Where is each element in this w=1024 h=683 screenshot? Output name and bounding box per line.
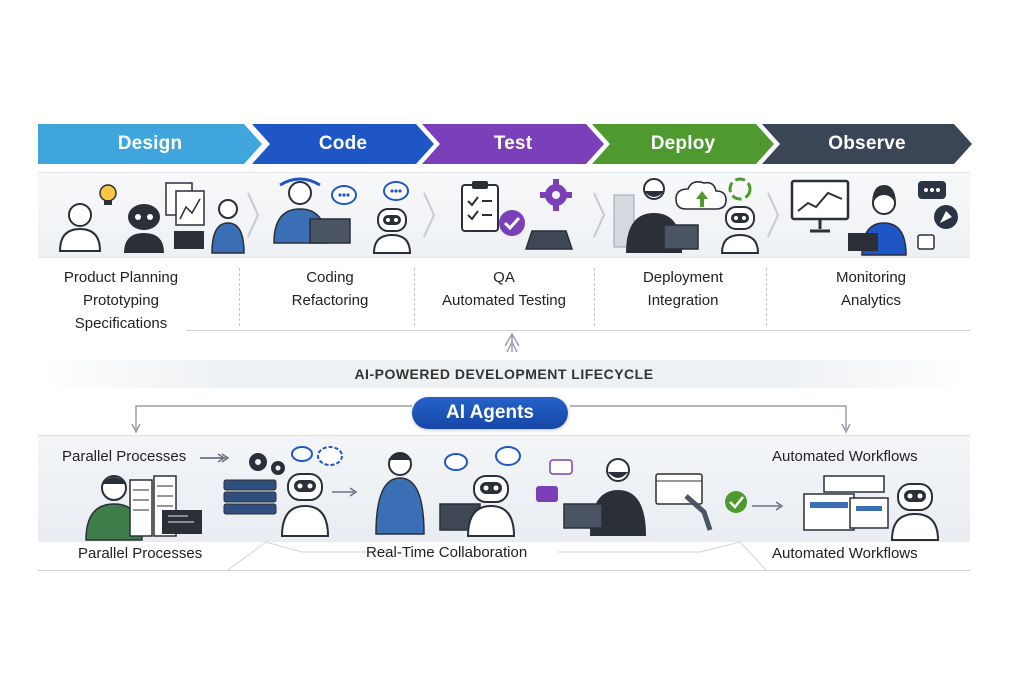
deploy-items: Deployment Integration bbox=[600, 266, 766, 312]
up-arrow-icon bbox=[504, 332, 520, 353]
divider bbox=[414, 268, 415, 326]
agents-panel: Parallel Processes Automated Workflows bbox=[38, 435, 970, 542]
observe-illustration bbox=[790, 179, 958, 256]
divider bbox=[766, 268, 767, 326]
divider bbox=[239, 268, 240, 326]
lifecycle-title: AI-POWERED DEVELOPMENT LIFECYCLE bbox=[354, 366, 654, 382]
ai-agents-badge: AI Agents bbox=[412, 397, 568, 429]
item-specifications: Specifications bbox=[74, 315, 168, 332]
ai-agents-label: AI Agents bbox=[446, 402, 534, 423]
automated-workflows-top: Automated Workflows bbox=[772, 448, 918, 465]
item-analytics: Analytics bbox=[840, 292, 902, 309]
lifecycle-banner: AI-POWERED DEVELOPMENT LIFECYCLE bbox=[38, 360, 970, 388]
item-integration: Integration bbox=[647, 292, 719, 309]
arrow-right-icon bbox=[200, 453, 230, 463]
phase-observe: Observe bbox=[762, 124, 972, 164]
phase-illustration-strip bbox=[38, 172, 970, 258]
item-coding: Coding bbox=[306, 269, 354, 286]
phase-design: Design bbox=[38, 124, 262, 164]
item-monitoring: Monitoring bbox=[835, 269, 907, 286]
item-qa: QA bbox=[493, 269, 515, 286]
parallel-processes-top: Parallel Processes bbox=[62, 448, 187, 465]
real-time-collaboration: Real-Time Collaboration bbox=[366, 544, 528, 561]
design-illustration bbox=[58, 182, 245, 254]
parallel-processes-footer: Parallel Processes bbox=[78, 545, 203, 562]
phase-test: Test bbox=[422, 124, 604, 164]
code-items: Coding Refactoring bbox=[252, 266, 408, 312]
phase-test-label: Test bbox=[493, 133, 533, 154]
observe-items: Monitoring Analytics bbox=[776, 266, 966, 312]
automated-workflows-footer: Automated Workflows bbox=[772, 545, 918, 562]
divider bbox=[594, 268, 595, 326]
item-refactoring: Refactoring bbox=[291, 292, 369, 309]
test-illustration bbox=[461, 179, 574, 250]
code-illustration bbox=[273, 177, 412, 254]
phase-code: Code bbox=[252, 124, 434, 164]
phase-design-label: Design bbox=[117, 133, 183, 154]
footer-bracket bbox=[227, 541, 767, 570]
phase-deploy-label: Deploy bbox=[650, 133, 716, 154]
phase-observe-label: Observe bbox=[828, 133, 906, 154]
item-deployment: Deployment bbox=[642, 269, 724, 286]
design-items: Product Planning Prototyping Specificati… bbox=[38, 266, 204, 335]
item-prototyping: Prototyping bbox=[83, 292, 159, 309]
agents-footer: Parallel Processes Real-Time Collaborati… bbox=[38, 538, 970, 571]
agents-illustration bbox=[85, 446, 940, 541]
phase-code-label: Code bbox=[318, 133, 368, 154]
deploy-illustration bbox=[613, 177, 760, 254]
connector-line bbox=[186, 330, 970, 331]
item-product-planning: Product Planning bbox=[63, 269, 179, 286]
phase-deploy: Deploy bbox=[592, 124, 774, 164]
agents-bracket bbox=[131, 405, 851, 434]
item-automated-testing: Automated Testing bbox=[442, 292, 566, 309]
test-items: QA Automated Testing bbox=[420, 266, 588, 312]
